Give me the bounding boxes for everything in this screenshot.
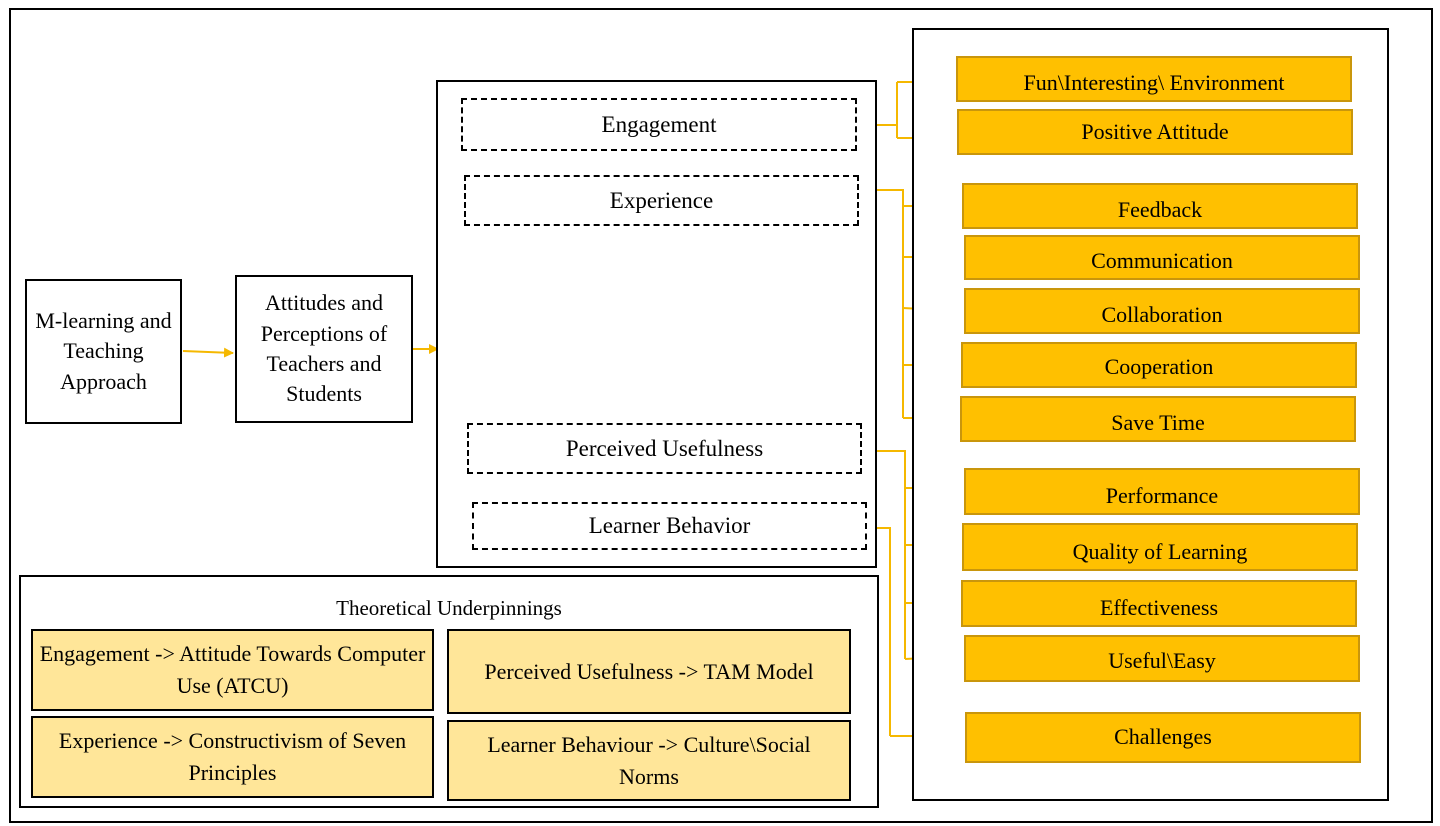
factor-engagement: Engagement	[461, 98, 857, 151]
outer-frame	[9, 8, 1433, 823]
outcome-communication: Communication	[964, 235, 1360, 280]
arrow-mlearning-to-attitudes	[182, 347, 234, 358]
factor-perceived-usefulness: Perceived Usefulness	[467, 423, 862, 474]
factor-perceived-usefulness-label: Perceived Usefulness	[565, 435, 764, 461]
factor-engagement-label: Engagement	[601, 111, 717, 137]
theory-title: Theoretical Underpinnings	[336, 596, 562, 620]
outcome-save-time: Save Time	[960, 396, 1356, 442]
factors-container	[436, 80, 877, 568]
outcome-effectiveness: Effectiveness	[961, 580, 1357, 627]
factor-experience-label: Experience	[609, 187, 714, 213]
mlearning-label: M-learning and Teaching Approach	[35, 307, 172, 394]
theory-behaviour-culture: Learner Behaviour -> Culture\Social Norm…	[447, 720, 851, 801]
theory-usefulness-tam: Perceived Usefulness -> TAM Model	[447, 629, 851, 714]
theory-experience-constructivism: Experience -> Constructivism of Seven Pr…	[31, 716, 434, 798]
theory-engagement-atcu: Engagement -> Attitude Towards Computer …	[31, 629, 434, 711]
outcome-performance: Performance	[964, 468, 1360, 515]
factor-learner-behavior: Learner Behavior	[472, 502, 867, 550]
outcome-positive-attitude: Positive Attitude	[957, 109, 1353, 155]
outcome-challenges: Challenges	[965, 712, 1361, 763]
attitudes-label: Attitudes and Perceptions of Teachers an…	[260, 290, 388, 407]
outcome-cooperation: Cooperation	[961, 342, 1357, 388]
outcome-useful-easy: Useful\Easy	[964, 635, 1360, 682]
outcome-fun-interesting: Fun\Interesting\ Environment	[956, 56, 1352, 102]
factor-experience: Experience	[464, 175, 859, 226]
outcome-collaboration: Collaboration	[964, 288, 1360, 334]
outcome-feedback: Feedback	[962, 183, 1358, 229]
mlearning-box: M-learning and Teaching Approach	[25, 279, 182, 424]
attitudes-box: Attitudes and Perceptions of Teachers an…	[235, 275, 413, 423]
factor-learner-behavior-label: Learner Behavior	[588, 513, 751, 538]
outcome-quality-of-learning: Quality of Learning	[962, 523, 1358, 571]
